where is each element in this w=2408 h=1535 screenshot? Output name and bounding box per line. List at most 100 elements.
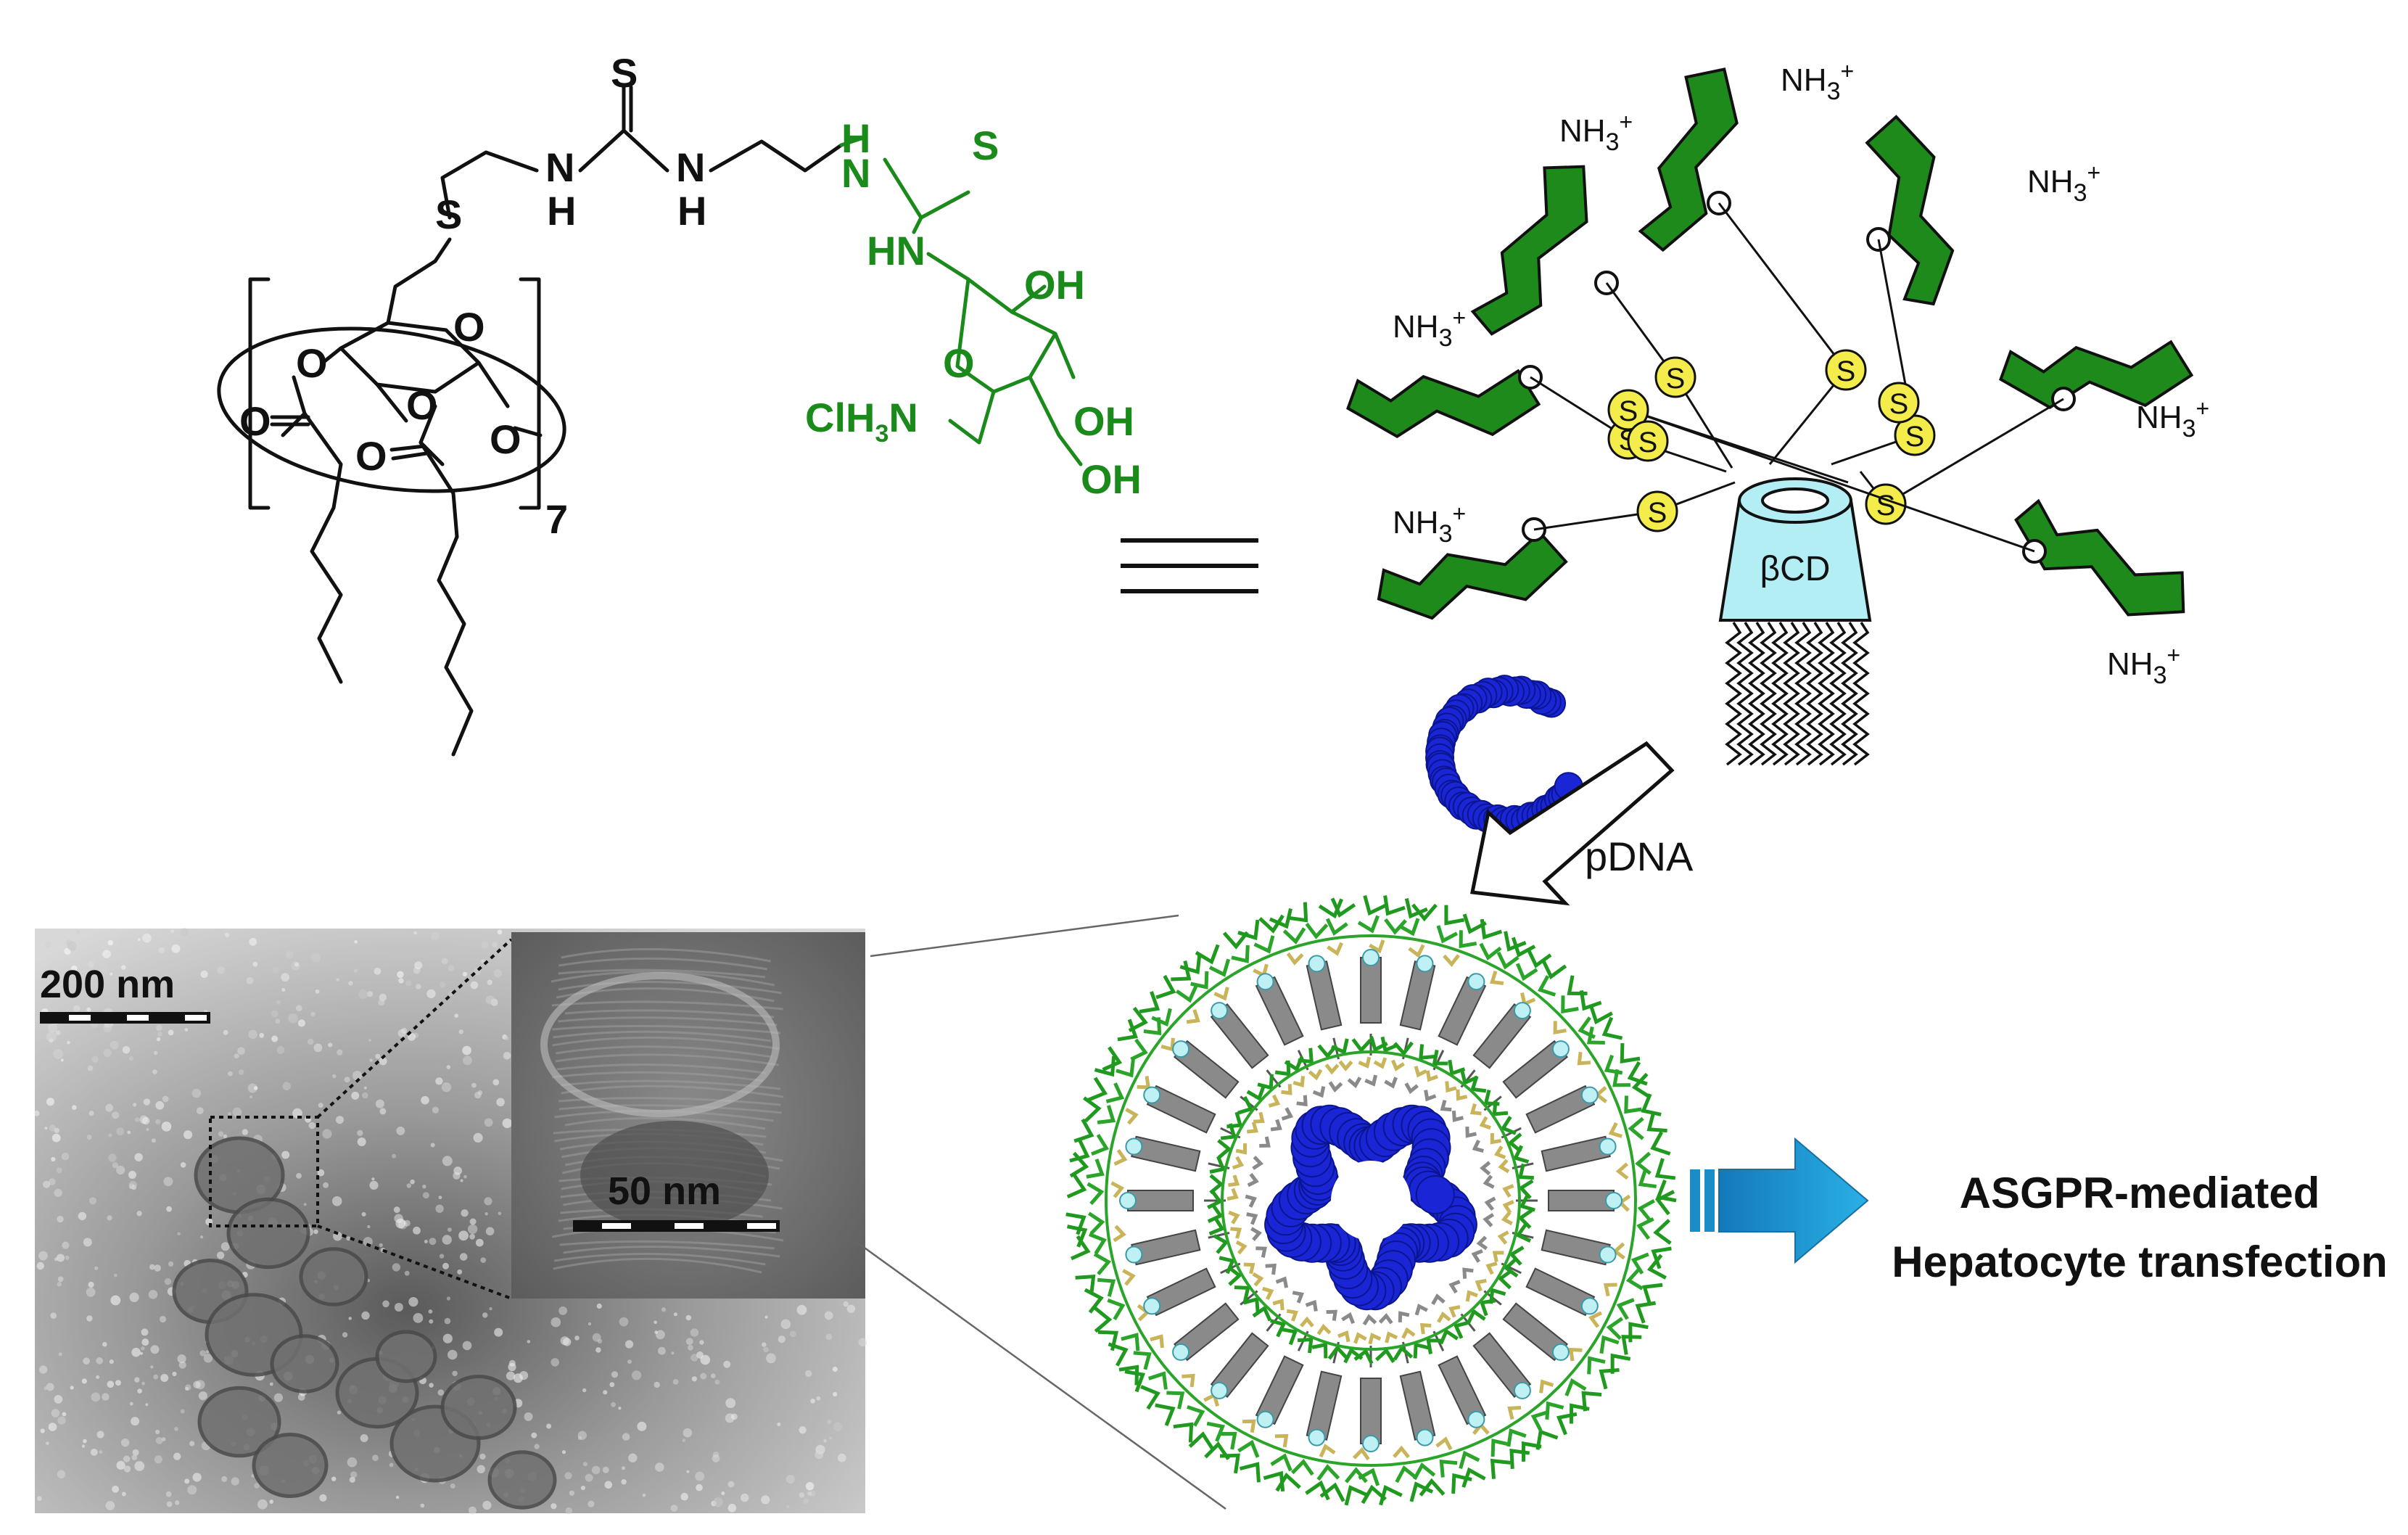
tem-speckle-dot [296, 1173, 302, 1179]
np-outer-sugar [1646, 1254, 1667, 1280]
inset-fiber [553, 1252, 766, 1266]
tem-speckle-dot [61, 1152, 70, 1161]
np-sulfur-layer [1319, 1444, 1336, 1458]
np-inner-sugar [1393, 1041, 1414, 1056]
np-inner-sugar [1460, 1069, 1478, 1086]
lipid-tail [1818, 622, 1835, 766]
tem-speckle-dot [112, 1485, 120, 1493]
tem-speckle-dot [611, 1371, 619, 1378]
np-outer-sugar [1361, 1484, 1387, 1505]
np-inner-column [1312, 1086, 1326, 1098]
lipid-tail [1748, 622, 1765, 766]
tem-speckle-dot [362, 1092, 368, 1099]
tem-speckle-dot [432, 1106, 440, 1114]
tem-speckle-dot [439, 1254, 445, 1259]
label-g-clh3n: ClH3N [805, 395, 918, 448]
tem-speckle-dot [70, 965, 78, 972]
np-outer-sugar [1646, 1111, 1667, 1133]
np-sulfur-layer [1182, 1373, 1195, 1388]
tem-speckle-dot [160, 1374, 169, 1382]
np-inner-column [1296, 1095, 1308, 1107]
np-inner-column [1364, 1074, 1377, 1087]
tem-speckle-dot [591, 1465, 601, 1475]
np-cd-column [1541, 1135, 1611, 1172]
np-inner-sulfur [1235, 1240, 1248, 1255]
tem-speckle-dot [91, 1392, 101, 1402]
tem-speckle-dot [185, 1386, 189, 1391]
np-outer-sugar [1093, 1252, 1111, 1275]
tem-speckle-dot [123, 1455, 131, 1462]
np-sulfur-layer [1327, 942, 1344, 956]
tem-speckle-dot [44, 1386, 48, 1391]
tem-speckle-dot [132, 1449, 139, 1456]
tem-speckle-dot [46, 1032, 57, 1042]
np-inner-sugar [1466, 1309, 1486, 1325]
np-outer-sugar [1637, 1198, 1655, 1222]
tem-speckle-dot [303, 1203, 307, 1206]
np-outer-sugar [1102, 1046, 1123, 1071]
tem-speckle-dot [661, 1307, 667, 1312]
tem-speckle-dot [110, 1040, 119, 1050]
tem-speckle-dot [337, 1410, 342, 1415]
tem-speckle-dot [141, 1346, 145, 1351]
tem-speckle-dot [574, 1336, 580, 1341]
tem-speckle-dot [778, 1336, 786, 1343]
np-inner-column [1281, 1107, 1294, 1121]
tem-speckle-dot [656, 1330, 665, 1340]
np-outer-sugar [1625, 1267, 1644, 1291]
tem-particle [375, 1330, 437, 1383]
np-cd-cap [1467, 1410, 1485, 1428]
np-outer-sugar [1642, 1283, 1663, 1305]
np-inner-sugar [1509, 1246, 1525, 1266]
tem-speckle-dot [254, 1483, 260, 1489]
np-outer-sugar [1561, 995, 1579, 1014]
np-inner-sugar [1413, 1342, 1430, 1359]
tem-speckle-dot [297, 1019, 305, 1027]
tem-speckle-dot [786, 1505, 790, 1509]
tem-speckle-dot [560, 1336, 569, 1346]
tem-speckle-dot [58, 1352, 62, 1357]
inset-fiber [553, 1257, 762, 1274]
tem-speckle-dot [422, 1192, 429, 1199]
tem-speckle-dot [673, 1312, 677, 1317]
tem-speckle-dot [354, 940, 358, 944]
tem-speckle-dot [337, 1049, 343, 1055]
np-sulfur-layer [1553, 1021, 1567, 1035]
np-cd-cap [1211, 1002, 1229, 1020]
tem-speckle-dot [180, 1162, 186, 1168]
lipid-tail [1760, 622, 1777, 766]
np-outer-sugar [1083, 1096, 1102, 1123]
np-inner-sulfur [1292, 1076, 1305, 1087]
label-ester-o1: O [296, 340, 328, 386]
tem-speckle-dot [723, 1360, 731, 1368]
np-outer-sugar [1282, 927, 1306, 945]
tem-speckle-dot [450, 1483, 455, 1489]
tem-speckle-dot [442, 1333, 453, 1343]
tem-speckle-dot [371, 1177, 375, 1181]
tem-speckle-dot [159, 1315, 167, 1323]
tem-speckle-dot [382, 1300, 389, 1308]
tem-speckle-dot [161, 1122, 172, 1132]
tem-speckle-dot [671, 1351, 675, 1355]
tem-speckle-dot [363, 1086, 367, 1090]
np-inner-sulfur [1469, 1103, 1482, 1116]
np-inner-column [1480, 1161, 1491, 1176]
np-cd-cap [1308, 955, 1326, 973]
tem-speckle-dot [142, 933, 152, 943]
tem-speckle-dot [685, 1338, 693, 1346]
lipid-tail [1841, 622, 1858, 766]
inset-fiber [551, 1000, 783, 1011]
equivalence-symbol [1121, 538, 1258, 593]
tem-speckle-dot [428, 1309, 433, 1314]
np-inner-sulfur [1246, 1122, 1258, 1134]
np-inner-sulfur [1419, 1322, 1432, 1335]
tem-speckle-dot [246, 976, 254, 984]
tem-speckle-dot [81, 1444, 86, 1448]
lipid-tail [1806, 622, 1823, 766]
tem-speckle-dot [414, 961, 423, 970]
label-h-2: H [677, 188, 706, 234]
np-outer-sugar [1305, 1480, 1330, 1501]
tem-speckle-dot [153, 1050, 158, 1055]
inset-fiber [556, 1063, 766, 1074]
tem-speckle-dot [780, 1319, 791, 1330]
